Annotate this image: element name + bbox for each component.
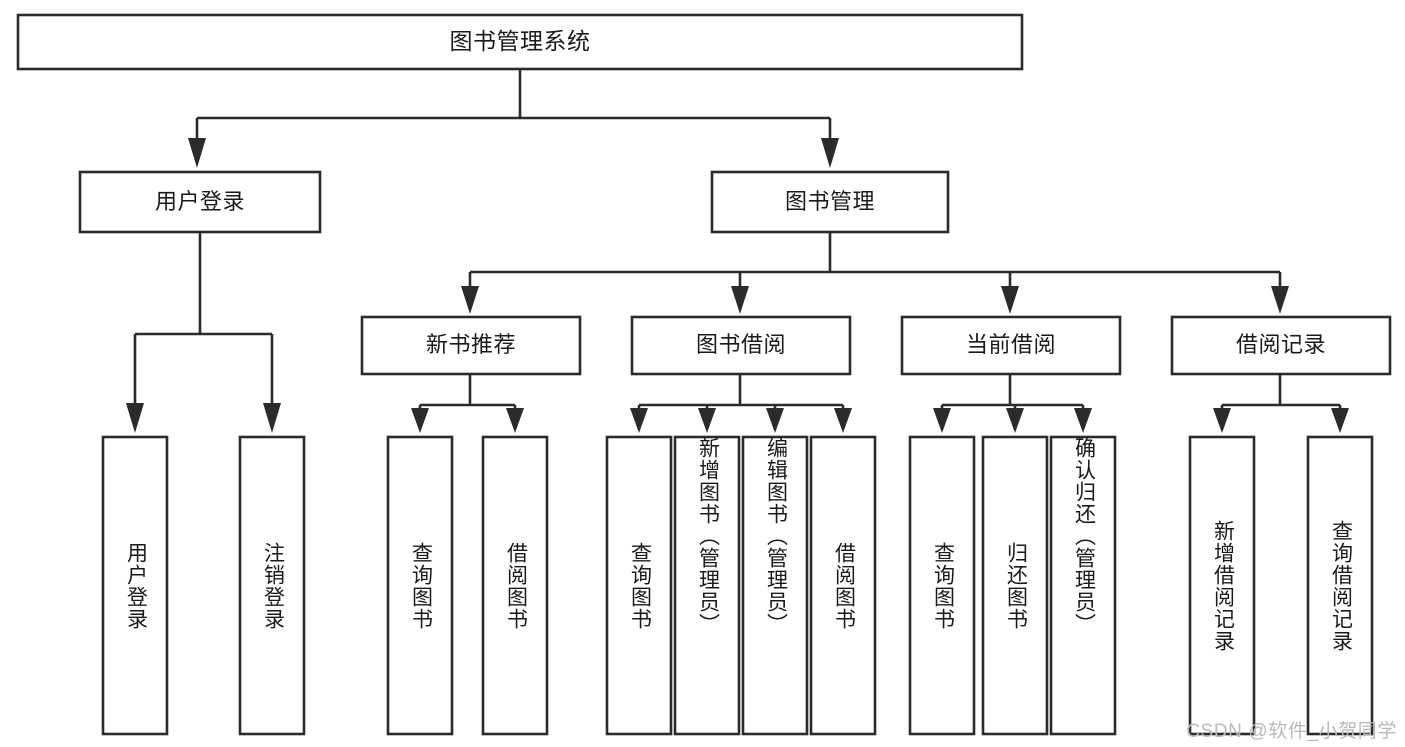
arrow-head-icon bbox=[698, 408, 716, 433]
node-root[interactable]: 图书管理系统 bbox=[16, 13, 1024, 71]
arrow-head-icon bbox=[188, 138, 206, 168]
node-borrow-record[interactable]: 借阅记录 bbox=[1170, 315, 1392, 376]
leaf-box-query-book-3[interactable] bbox=[908, 435, 976, 736]
leaf-box-query-book-1[interactable] bbox=[386, 435, 454, 736]
leaf-box-return-book[interactable] bbox=[981, 435, 1049, 736]
leaf-box-borrow-book-2[interactable] bbox=[809, 435, 877, 736]
arrow-head-icon bbox=[263, 403, 281, 433]
node-new-book-recommend-box[interactable] bbox=[360, 315, 582, 376]
arrow-head-icon bbox=[1271, 286, 1289, 314]
leaf-box-user-logout[interactable] bbox=[238, 435, 306, 736]
leaf-box-user-login[interactable] bbox=[101, 435, 169, 736]
arrow-head-icon bbox=[834, 408, 852, 433]
leaf-box-query-book-2[interactable] bbox=[605, 435, 673, 736]
arrow-head-icon bbox=[766, 408, 784, 433]
connector-group-bookmanage-to-level3 bbox=[461, 232, 1289, 314]
connector-group-root-to-level2 bbox=[188, 69, 839, 168]
leaf-box-query-record[interactable] bbox=[1306, 435, 1374, 736]
connector-group-borrowrecord-to-leaves bbox=[1213, 374, 1349, 433]
connector-group-currentborrow-to-leaves bbox=[933, 374, 1092, 433]
node-current-borrow[interactable]: 当前借阅 bbox=[900, 315, 1122, 376]
node-book-borrow-label: 图书借阅 bbox=[696, 332, 786, 357]
node-new-book-recommend[interactable]: 新书推荐 bbox=[360, 315, 582, 376]
connector-group-bookborrow-to-leaves bbox=[630, 374, 852, 433]
node-current-borrow-box[interactable] bbox=[900, 315, 1122, 376]
arrow-head-icon bbox=[461, 286, 479, 314]
node-root-label: 图书管理系统 bbox=[450, 28, 591, 54]
arrow-head-icon bbox=[1006, 408, 1024, 433]
node-borrow-record-box[interactable] bbox=[1170, 315, 1392, 376]
node-book-borrow-box[interactable] bbox=[630, 315, 852, 376]
leaf-box-add-record[interactable] bbox=[1188, 435, 1256, 736]
leaf-box-add-book[interactable] bbox=[673, 435, 741, 736]
arrow-head-icon bbox=[506, 408, 524, 433]
node-user-login[interactable]: 用户登录 bbox=[78, 170, 322, 234]
leaf-box-confirm-return[interactable] bbox=[1049, 435, 1117, 736]
node-current-borrow-label: 当前借阅 bbox=[966, 332, 1056, 357]
node-book-borrow[interactable]: 图书借阅 bbox=[630, 315, 852, 376]
arrow-head-icon bbox=[1074, 408, 1092, 433]
node-root-box[interactable] bbox=[16, 13, 1024, 71]
node-user-login-box[interactable] bbox=[78, 170, 322, 234]
arrow-head-icon bbox=[1331, 408, 1349, 433]
node-borrow-record-label: 借阅记录 bbox=[1236, 332, 1326, 357]
arrow-head-icon bbox=[126, 403, 144, 433]
arrow-head-icon bbox=[1001, 286, 1019, 314]
node-user-login-label: 用户登录 bbox=[155, 189, 245, 214]
connector-group-newbook-to-leaves bbox=[411, 374, 524, 433]
arrow-head-icon bbox=[821, 138, 839, 168]
arrow-head-icon bbox=[1213, 408, 1231, 433]
leaf-box-borrow-book-1[interactable] bbox=[481, 435, 549, 736]
leaf-node-boxes bbox=[101, 435, 1374, 736]
arrow-head-icon bbox=[731, 286, 749, 314]
arrow-head-icon bbox=[933, 408, 951, 433]
leaf-box-edit-book[interactable] bbox=[741, 435, 809, 736]
arrow-head-icon bbox=[630, 408, 648, 433]
node-new-book-recommend-label: 新书推荐 bbox=[426, 332, 516, 357]
node-book-manage[interactable]: 图书管理 bbox=[710, 170, 950, 234]
watermark-text: CSDN @软件_小贺同学 bbox=[1186, 721, 1397, 742]
arrow-head-icon bbox=[411, 408, 429, 433]
node-book-manage-box[interactable] bbox=[710, 170, 950, 234]
node-book-manage-label: 图书管理 bbox=[785, 189, 875, 214]
connector-group-userlogin-to-leaves bbox=[126, 232, 281, 433]
